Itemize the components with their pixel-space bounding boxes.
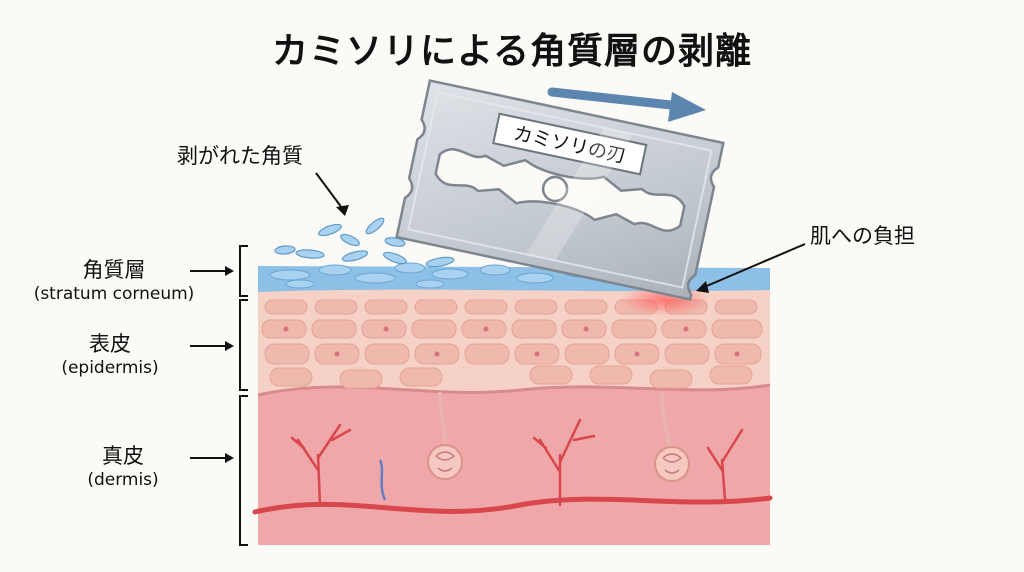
epidermis-cells — [261, 299, 763, 389]
burden-arrow — [701, 243, 806, 289]
epidermis-layer — [258, 288, 770, 395]
epidermis-en: (epidermis) — [61, 358, 159, 378]
dermis-en: (dermis) — [87, 470, 159, 490]
blood-vessels — [252, 418, 773, 515]
stratum-corneum-name: 角質層 — [82, 258, 146, 282]
stratum-corneum-en: (stratum corneum) — [33, 284, 195, 304]
layer-brackets — [239, 245, 248, 546]
motion-arrow — [547, 87, 706, 122]
peeled-corneum-callout: 剥がれた角質 — [177, 144, 303, 168]
stratum-corneum-label: 角質層 (stratum corneum) — [14, 254, 214, 304]
dermis-label: 真皮 (dermis) — [58, 440, 188, 490]
dermis-name: 真皮 — [102, 444, 144, 468]
skin-burden-callout: 肌への負担 — [810, 224, 915, 248]
diagram-title: カミソリによる角質層の剥離 — [272, 31, 752, 72]
dermis-layer — [258, 385, 770, 545]
peeled-arrow — [315, 172, 346, 213]
corneum-flakes-on-surface — [269, 262, 597, 289]
epidermis-name: 表皮 — [89, 332, 131, 356]
vein — [378, 459, 387, 501]
razor-blade: カミソリの刃 — [395, 79, 725, 301]
sweat-glands — [427, 391, 690, 482]
peeled-flakes — [274, 217, 455, 268]
epidermis-label: 表皮 (epidermis) — [30, 328, 190, 378]
